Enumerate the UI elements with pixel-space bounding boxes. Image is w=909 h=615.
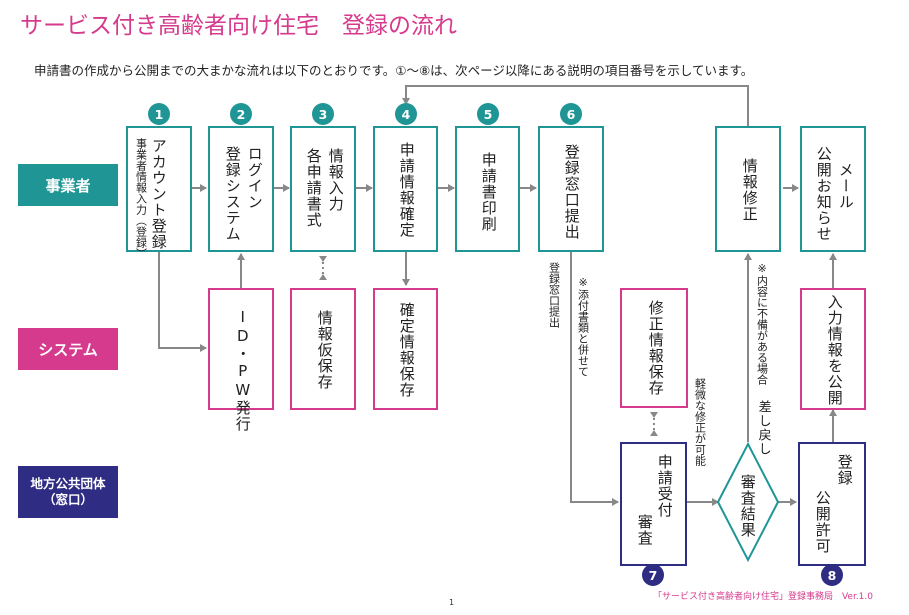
step1-sub: 事業者情報入力（登録） — [134, 138, 148, 259]
box-info-input: 情報入力 各申請書式 — [290, 126, 356, 252]
review-diamond — [716, 441, 780, 563]
box-mail-notice: メール 公開お知らせ — [800, 126, 866, 252]
page-number: 1 — [449, 598, 455, 607]
step2-line2: 登録システム — [223, 146, 242, 242]
submit-label: 登録窓口提出 — [547, 262, 561, 328]
box-account-register: 事業者情報入力（登録） アカウント登録 — [126, 126, 192, 259]
step-number-5: 5 — [477, 103, 499, 125]
lane-business: 事業者 — [18, 164, 118, 206]
step3-line2: 各申請書式 — [304, 148, 323, 228]
footer-credit: 「サービス付き高齢者向け住宅」登録事務局 Ver.1.0 — [652, 592, 873, 602]
idpw-text: ID・PW発行 — [233, 308, 252, 432]
step-number-8: 8 — [821, 564, 843, 586]
box-id-pw: ID・PW発行 — [208, 288, 274, 432]
lane-system: システム — [18, 328, 118, 370]
step7-line2: 審査 — [635, 514, 654, 546]
step-number-7: 7 — [642, 564, 664, 586]
step8-line1: 登録 — [835, 454, 854, 486]
attach-note: ※添付書類と併せて — [576, 276, 590, 377]
box-login: ログイン 登録システム — [208, 126, 274, 252]
step-number-3: 3 — [312, 103, 334, 125]
step-number-1: 1 — [148, 103, 170, 125]
step5-text: 申請書印刷 — [479, 152, 498, 232]
box-publish: 入力情報を公開 — [800, 288, 866, 410]
step3-line1: 情報入力 — [326, 148, 345, 212]
step2-line1: ログイン — [245, 146, 264, 210]
publish-text: 入力情報を公開 — [825, 294, 844, 406]
lane-government: 地方公共団体 （窓口） — [18, 466, 118, 518]
fixsave-text: 修正情報保存 — [646, 300, 665, 396]
arrow-1-idpw — [158, 252, 207, 352]
lane-government-line2: （窓口） — [42, 492, 93, 507]
review-result-text: 審査結果 — [738, 474, 757, 538]
box-confirm: 申請情報確定 — [373, 126, 438, 252]
return-label: 差し戻し — [755, 400, 771, 456]
step-number-2: 2 — [230, 103, 252, 125]
step-number-6: 6 — [560, 103, 582, 125]
step7-line1: 申請受付 — [655, 454, 674, 518]
mail-line1: メール — [836, 162, 855, 210]
box-temp-save: 情報仮保存 — [290, 288, 356, 410]
page-title: サービス付き高齢者向け住宅 登録の流れ — [20, 13, 457, 39]
defect-note: ※内容に不備がある場合 — [755, 262, 769, 385]
step1-main: アカウント登録 — [149, 138, 168, 250]
step4-text: 申請情報確定 — [397, 142, 416, 238]
box-fix-save: 修正情報保存 — [620, 288, 688, 408]
step8-line2: 公開許可 — [813, 490, 832, 554]
box-confirm-save: 確定情報保存 — [373, 288, 438, 410]
box-submit: 登録窓口提出 — [538, 126, 604, 252]
mail-line2: 公開お知らせ — [814, 146, 833, 242]
box-edit: 情報修正 — [715, 126, 781, 252]
tempsave-text: 情報仮保存 — [315, 310, 334, 390]
box-print: 申請書印刷 — [455, 126, 520, 252]
page-subtitle: 申請書の作成から公開までの大まかな流れは以下のとおりです。①～⑧は、次ページ以降… — [34, 63, 754, 78]
confirmsave-text: 確定情報保存 — [397, 302, 416, 398]
arrow-loop-to-4 — [402, 85, 749, 126]
minor-fix-note: 軽微な修正が可能 — [693, 378, 707, 466]
step-number-4: 4 — [395, 103, 417, 125]
arrow-6-7 — [570, 252, 619, 506]
box-register-publish: 登録 公開許可 — [798, 442, 866, 566]
lane-government-line1: 地方公共団体 — [30, 476, 106, 492]
edit-text: 情報修正 — [740, 158, 759, 222]
box-accept-review: 申請受付 審査 — [620, 442, 687, 566]
step6-text: 登録窓口提出 — [562, 144, 581, 240]
